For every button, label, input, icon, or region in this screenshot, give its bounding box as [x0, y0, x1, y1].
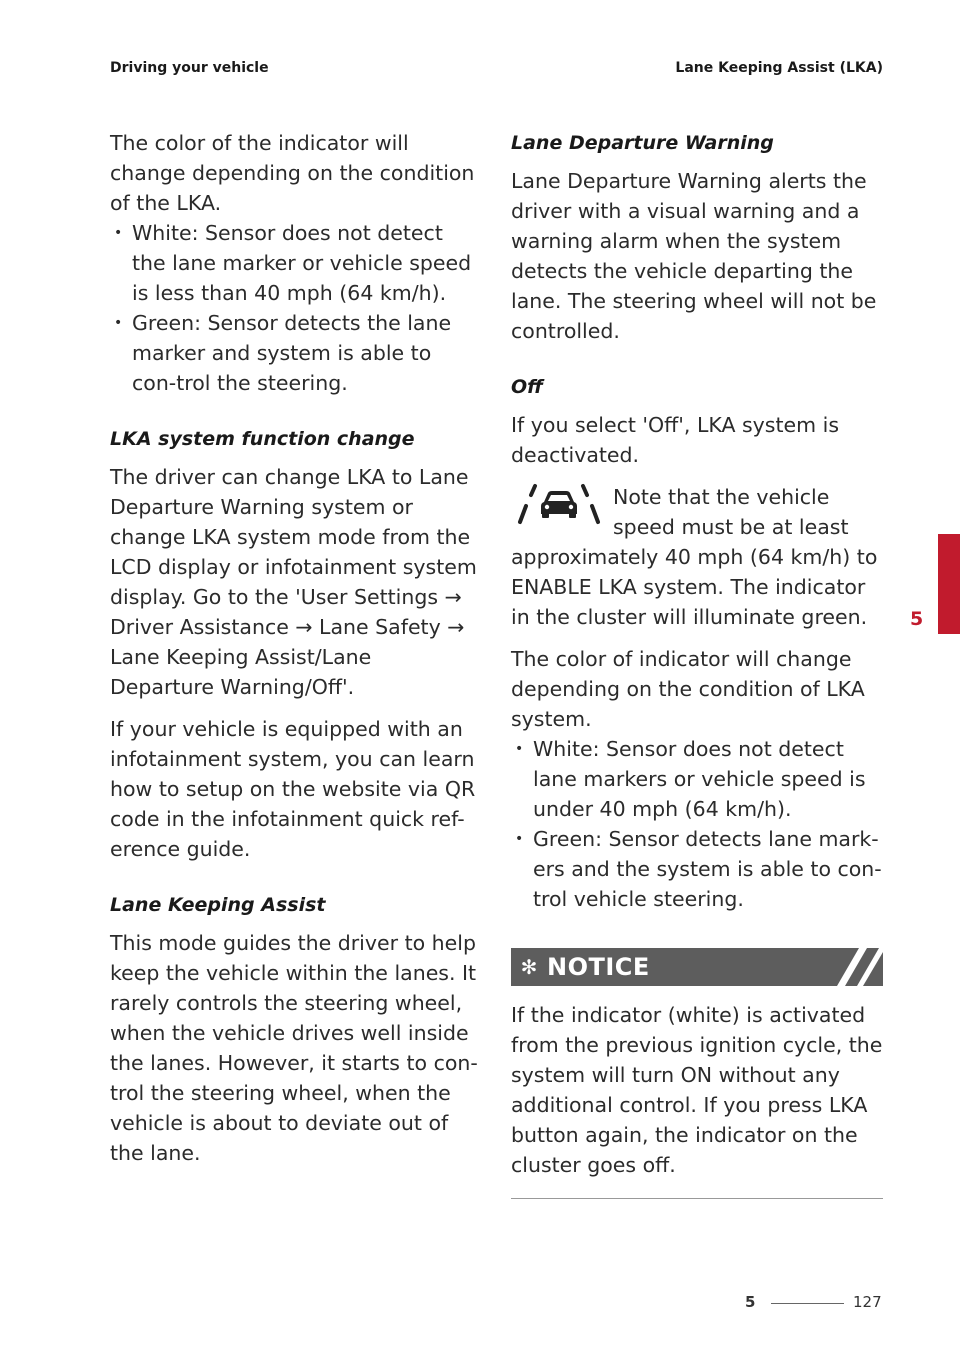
indicator-color-list: White: Sensor does not detect the lane m… — [110, 218, 478, 398]
header-section-title: Driving your vehicle — [110, 60, 269, 76]
note-speed-text: Note that the vehicle speed must be at l… — [511, 485, 878, 629]
heading-lane-departure-warning: Lane Departure Warning — [511, 132, 774, 154]
chapter-side-number: 5 — [910, 608, 924, 630]
footer-page-number: 127 — [853, 1293, 882, 1311]
notice-banner: ✻ NOTICE — [511, 948, 883, 986]
list-item: White: Sensor does not detect the lane m… — [110, 218, 478, 308]
list-item: White: Sensor does not detect lane marke… — [511, 734, 883, 824]
list-item: Green: Sensor detects the lane marker an… — [110, 308, 478, 398]
notice-label: NOTICE — [547, 953, 650, 981]
indicator-color-list-right: White: Sensor does not detect lane marke… — [511, 734, 883, 914]
function-change-text: The driver can change LKA to Lane Depart… — [110, 465, 477, 699]
indicator-note: Note that the vehicle speed must be at l… — [511, 482, 883, 632]
lka-indicator-icon — [518, 484, 600, 524]
heading-lane-keeping-assist: Lane Keeping Assist — [110, 894, 326, 916]
lane-departure-warning-text: Lane Departure Warning alerts the driver… — [511, 169, 877, 343]
right-column: Lane Departure Warning Lane Departure Wa… — [511, 128, 883, 1199]
notice-text: If the indicator (white) is activated fr… — [511, 1003, 883, 1177]
footer-divider — [771, 1303, 844, 1304]
notice-divider — [511, 1198, 883, 1199]
list-item: Green: Sensor detects lane mark-ers and … — [511, 824, 883, 914]
heading-off: Off — [511, 376, 543, 398]
infotainment-text: If your vehicle is equipped with an info… — [110, 717, 476, 861]
notice-star-icon: ✻ — [520, 955, 538, 979]
header-topic-title: Lane Keeping Assist (LKA) — [675, 60, 883, 76]
notice-stripes-icon — [823, 948, 883, 986]
chapter-side-tab — [938, 534, 960, 634]
heading-function-change: LKA system function change — [110, 428, 415, 450]
indicator-intro: The color of the indicator will change d… — [110, 131, 475, 215]
footer-chapter: 5 — [745, 1293, 756, 1311]
left-column: The color of the indicator will change d… — [110, 128, 478, 1180]
off-text: If you select 'Off', LKA system is deact… — [511, 413, 839, 467]
indicator-color-text: The color of indicator will change depen… — [511, 647, 865, 731]
lane-keeping-assist-text: This mode guides the driver to help keep… — [110, 931, 478, 1165]
